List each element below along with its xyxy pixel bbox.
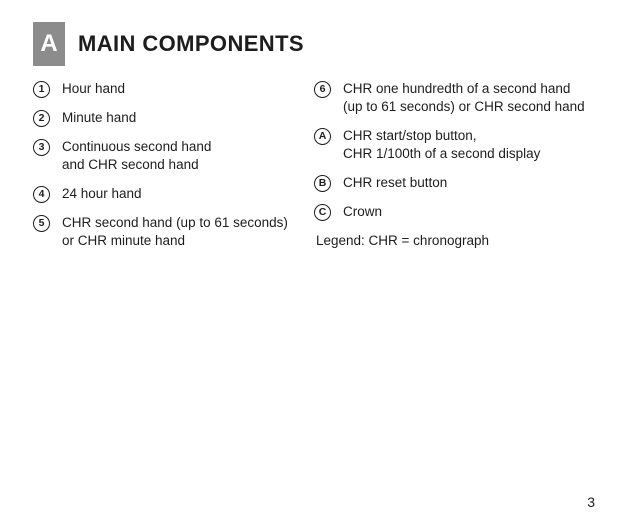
component-item-2: 2 Minute hand	[33, 109, 313, 127]
item-marker-circle: 5	[33, 214, 50, 232]
component-item-3: 3 Continuous second hand and CHR second ha…	[33, 138, 313, 174]
item-text: CHR start/stop button, CHR 1/100th of a s…	[343, 127, 540, 163]
item-text-line: CHR 1/100th of a second display	[343, 146, 541, 161]
item-text: Minute hand	[62, 109, 136, 127]
item-marker-circle: 2	[33, 109, 50, 127]
components-list-right-items: 6 CHR one hundredth of a second hand (up t…	[314, 80, 610, 221]
item-text-line: Minute hand	[62, 110, 137, 125]
components-list-left: 1 Hour hand 2 Minute hand 3 Continuous second…	[33, 80, 313, 261]
item-text: Hour hand	[62, 80, 125, 98]
item-text-line: and CHR second hand	[62, 157, 199, 172]
component-item-5: 5 CHR second hand (up to 61 seconds) or CH…	[33, 214, 313, 250]
component-item-4: 4 24 hour hand	[33, 185, 313, 203]
item-text-line: Crown	[343, 204, 383, 219]
item-text: CHR one hundredth of a second hand (up to…	[343, 80, 585, 116]
item-text-line: 24 hour hand	[62, 186, 142, 201]
legend-text: Legend: CHR = chronograph	[316, 233, 489, 248]
item-text: CHR second hand (up to 61 seconds) or CHR…	[62, 214, 288, 250]
item-text-line: CHR one hundredth of a second hand	[343, 81, 571, 96]
components-list-right: 6 CHR one hundredth of a second hand (up t…	[314, 80, 610, 250]
component-item-A: A CHR start/stop button, CHR 1/100th of a …	[314, 127, 610, 163]
item-text-line: Hour hand	[62, 81, 126, 96]
section-header: A MAIN COMPONENTS	[33, 22, 304, 66]
item-marker-circle: 1	[33, 80, 50, 98]
item-text-line: Continuous second hand	[62, 139, 212, 154]
page-title: MAIN COMPONENTS	[78, 31, 304, 56]
item-text-line: CHR second hand (up to 61 seconds)	[62, 215, 288, 230]
item-text-line: or CHR minute hand	[62, 233, 186, 248]
item-text: Continuous second hand and CHR second han…	[62, 138, 211, 174]
item-marker-circle: A	[314, 127, 331, 145]
item-marker-circle: C	[314, 203, 331, 221]
item-text-line: CHR reset button	[343, 175, 448, 190]
item-marker-circle: 4	[33, 185, 50, 203]
component-item-6: 6 CHR one hundredth of a second hand (up t…	[314, 80, 610, 116]
page-number: 3	[587, 494, 595, 510]
item-text: Crown	[343, 203, 382, 221]
item-text-line: (up to 61 seconds) or CHR second hand	[343, 99, 585, 114]
section-label-box: A	[33, 22, 65, 66]
component-item-B: B CHR reset button	[314, 174, 610, 192]
component-item-C: C Crown	[314, 203, 610, 221]
item-text: 24 hour hand	[62, 185, 142, 203]
item-marker-circle: B	[314, 174, 331, 192]
item-text: CHR reset button	[343, 174, 447, 192]
item-marker-circle: 6	[314, 80, 331, 98]
component-item-1: 1 Hour hand	[33, 80, 313, 98]
item-text-line: CHR start/stop button,	[343, 128, 477, 143]
item-marker-circle: 3	[33, 138, 50, 156]
